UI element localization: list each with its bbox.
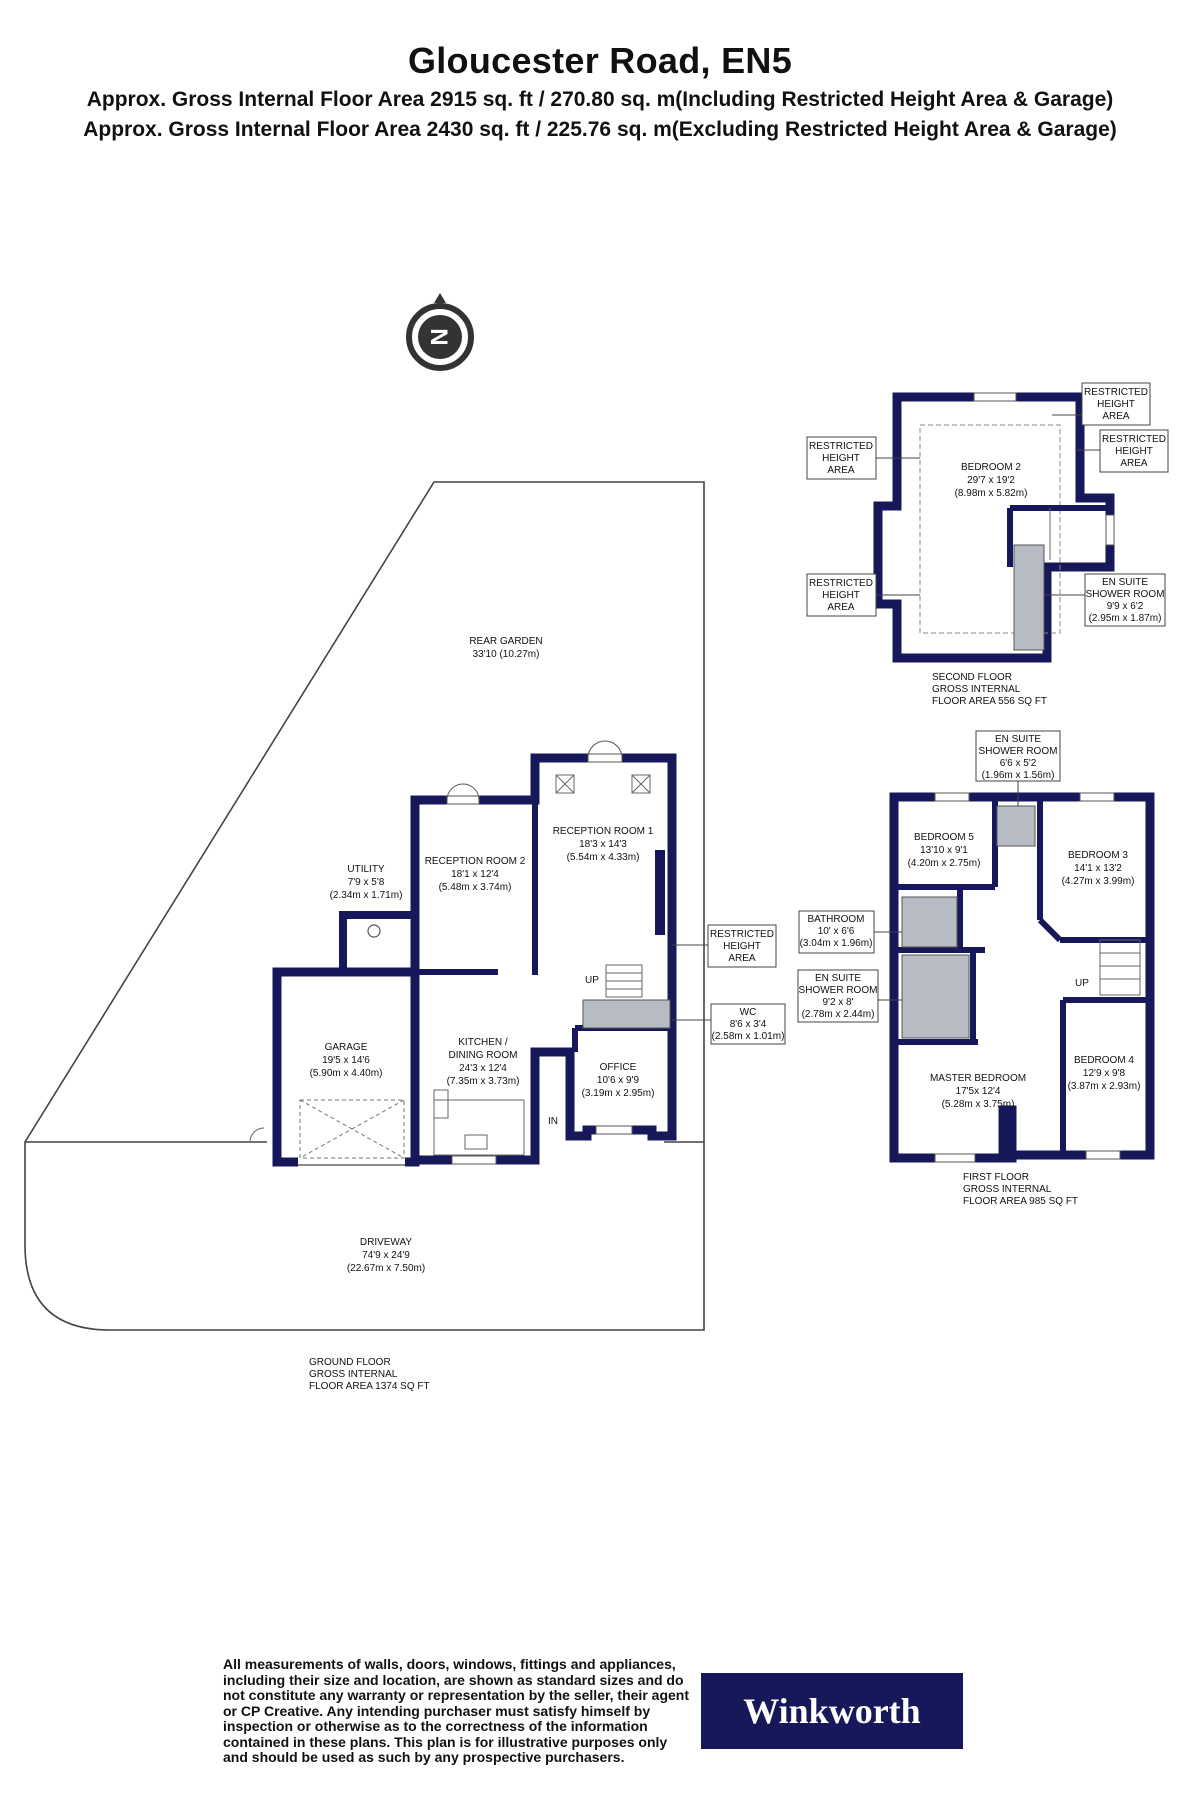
area-including-line: Approx. Gross Internal Floor Area 2915 s…: [86, 88, 1114, 111]
entrance-mark: IN: [548, 1116, 558, 1127]
restricted-area-callouts: [806, 382, 1169, 627]
plot-boundary: [24, 481, 705, 1331]
stairs-up-mark: UP: [585, 975, 599, 986]
bathroom-callout: [798, 910, 875, 954]
ground-house-walls: [410, 740, 677, 1165]
plan-header: Gloucester Road, EN5 Approx. Gross Inter…: [0, 40, 1200, 142]
ensuite-top-callout: [975, 730, 1061, 782]
disclaimer-text: All measurements of walls, doors, window…: [223, 1656, 689, 1765]
winkworth-logo: Winkworth: [701, 1673, 963, 1749]
page-title: Gloucester Road, EN5: [407, 40, 793, 81]
ensuite-left-callout: [797, 969, 879, 1023]
compass-letter: N: [427, 328, 454, 345]
restricted-area-callout: [707, 924, 777, 968]
compass-icon: N: [406, 293, 474, 371]
area-excluding-line: Approx. Gross Internal Floor Area 2430 s…: [83, 118, 1117, 141]
first-stairs-up-mark: UP: [1075, 978, 1089, 989]
second-floor-walls: [873, 392, 1115, 663]
utility-walls: [339, 911, 419, 976]
svg-text:WC8'6 x 3'4(2.58m x 1.01m): WC8'6 x 3'4(2.58m x 1.01m): [712, 1007, 785, 1042]
first-floor-walls: [889, 792, 1155, 1163]
wc-callout: [710, 1003, 786, 1045]
